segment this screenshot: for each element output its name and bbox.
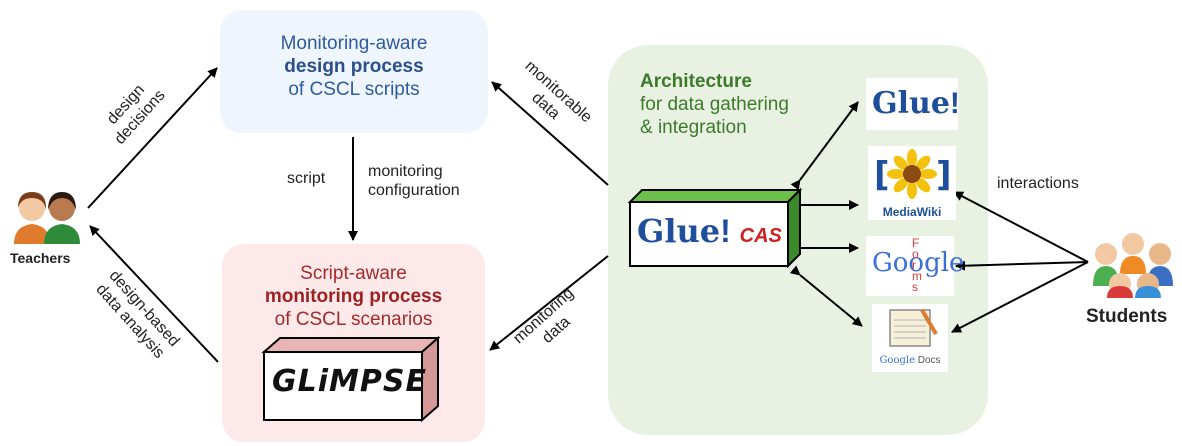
gluecas-suffix: CAS [739,225,782,247]
interactions-label: interactions [997,175,1079,192]
arrow-teachers-to-design [87,67,218,209]
students-icon [1093,233,1173,298]
arrow-students-forms [955,260,1089,271]
students-label: Students [1086,306,1168,327]
arrow-arch-to-design [491,81,609,186]
google-docs-logo: Google Docs [872,304,948,372]
gluecas-box [627,188,802,268]
design-process-box: Monitoring-aware design process of CSCL … [220,10,488,133]
architecture-line1: Architecture [640,71,752,92]
monitor-box-line3: of CSCL scenarios [274,309,433,330]
arrow-monitor-to-teachers [89,225,219,363]
teachers-icon [14,192,80,244]
google-forms-product: Forms [912,236,922,294]
google-docs-text: Google Docs [872,355,948,367]
architecture-line3: & integration [640,117,747,138]
glimpse-logo: GLiMPSE [272,364,427,399]
mediawiki-text: MediaWiki [882,205,942,219]
design-box-line2: design process [284,56,424,77]
google-forms-brand: Google [872,248,965,278]
glimpse-box [261,336,440,422]
arrow-gluecas-glue [790,101,859,191]
monitoring-configuration-line1: monitoring [368,163,443,180]
monitoring-configuration-label: monitoring configuration [368,162,460,200]
google-docs-product: Docs [917,355,941,366]
monitor-box-line2: monitoring process [264,286,443,307]
gluecas-logo: Glue! CAS [637,212,782,250]
gluecas-brand: Glue [637,212,721,250]
google-forms-logo: Google Forms [866,236,964,296]
design-box-line3: of CSCL scripts [288,79,420,100]
docs-notepad-icon [889,308,938,347]
arrow-students-docs [951,261,1089,333]
glue-logo-text: Glue [872,86,950,121]
sunflower-icon: [ ] [874,149,952,199]
architecture-title: Architecture for data gathering & integr… [640,70,800,139]
architecture-line2: for data gathering [640,94,789,115]
design-box-line1: Monitoring-aware [280,33,428,54]
arrow-students-mediawiki [953,191,1089,263]
script-label: script [287,170,326,187]
svg-text:]: ] [936,155,952,195]
svg-text:[: [ [874,155,890,195]
teachers-label: Teachers [10,250,71,266]
glue-logo: Glue! [866,78,960,130]
arrow-arch-to-monitor [489,255,609,351]
mediawiki-logo: [ ] MediaWiki [868,146,956,220]
monitor-box-line1: Script-aware [300,263,407,284]
google-docs-brand: Google [879,355,915,366]
monitoring-configuration-line2: configuration [368,182,460,199]
arrow-gluecas-docs [789,265,863,327]
